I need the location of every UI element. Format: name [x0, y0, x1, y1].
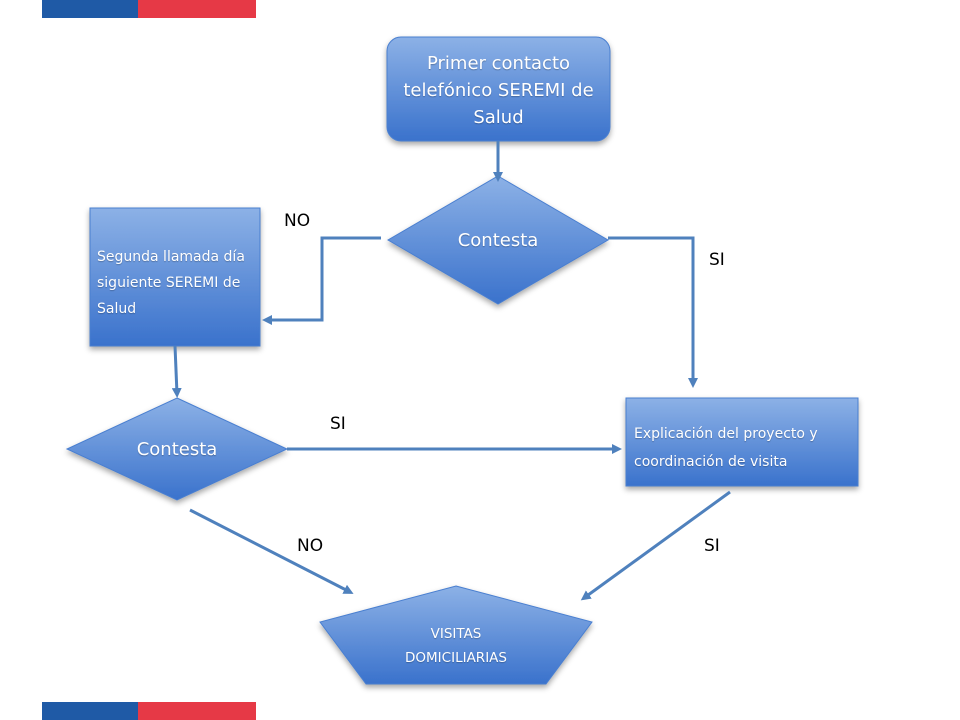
- visits-pentagon-shape: [319, 585, 593, 685]
- bottom-flag-blue-bar: [42, 702, 138, 720]
- top-flag-red-bar: [138, 0, 256, 18]
- arrow-decision2-no-to-visits: [189, 508, 354, 594]
- second-call-box-label: Segunda llamada día siguiente SEREMI de …: [97, 249, 245, 317]
- decision-2-diamond-shape: [65, 397, 289, 501]
- edge-label-no-2: NO: [297, 536, 324, 556]
- edge-label-no-1: NO: [284, 211, 311, 231]
- edge-label-si-2: SI: [330, 414, 346, 434]
- arrow-decision1-no-to-second-call: [262, 236, 381, 325]
- decision-1-label: Contesta: [457, 229, 539, 251]
- visits-label: VISITAS DOMICILIARIAS: [405, 626, 507, 666]
- explanation-box-shape: [625, 397, 859, 487]
- bottom-flag-red-bar: [138, 702, 256, 720]
- edge-label-si-3: SI: [704, 536, 720, 556]
- decision-1-diamond-shape: [387, 175, 609, 305]
- arrow-explanation-si-to-visits: [580, 490, 731, 601]
- arrow-decision1-si-to-explanation: [608, 236, 698, 388]
- decision-2-label: Contesta: [136, 438, 218, 460]
- top-flag-blue-bar: [42, 0, 138, 18]
- explanation-box-label: Explicación del proyecto y coordinación …: [634, 426, 818, 470]
- second-call-box-shape: [89, 207, 261, 347]
- arrow-second-call-to-decision2: [171, 345, 182, 398]
- edge-label-si-1: SI: [709, 250, 725, 270]
- start-box-label: Primer contacto telefónico SEREMI de Sal…: [403, 52, 594, 128]
